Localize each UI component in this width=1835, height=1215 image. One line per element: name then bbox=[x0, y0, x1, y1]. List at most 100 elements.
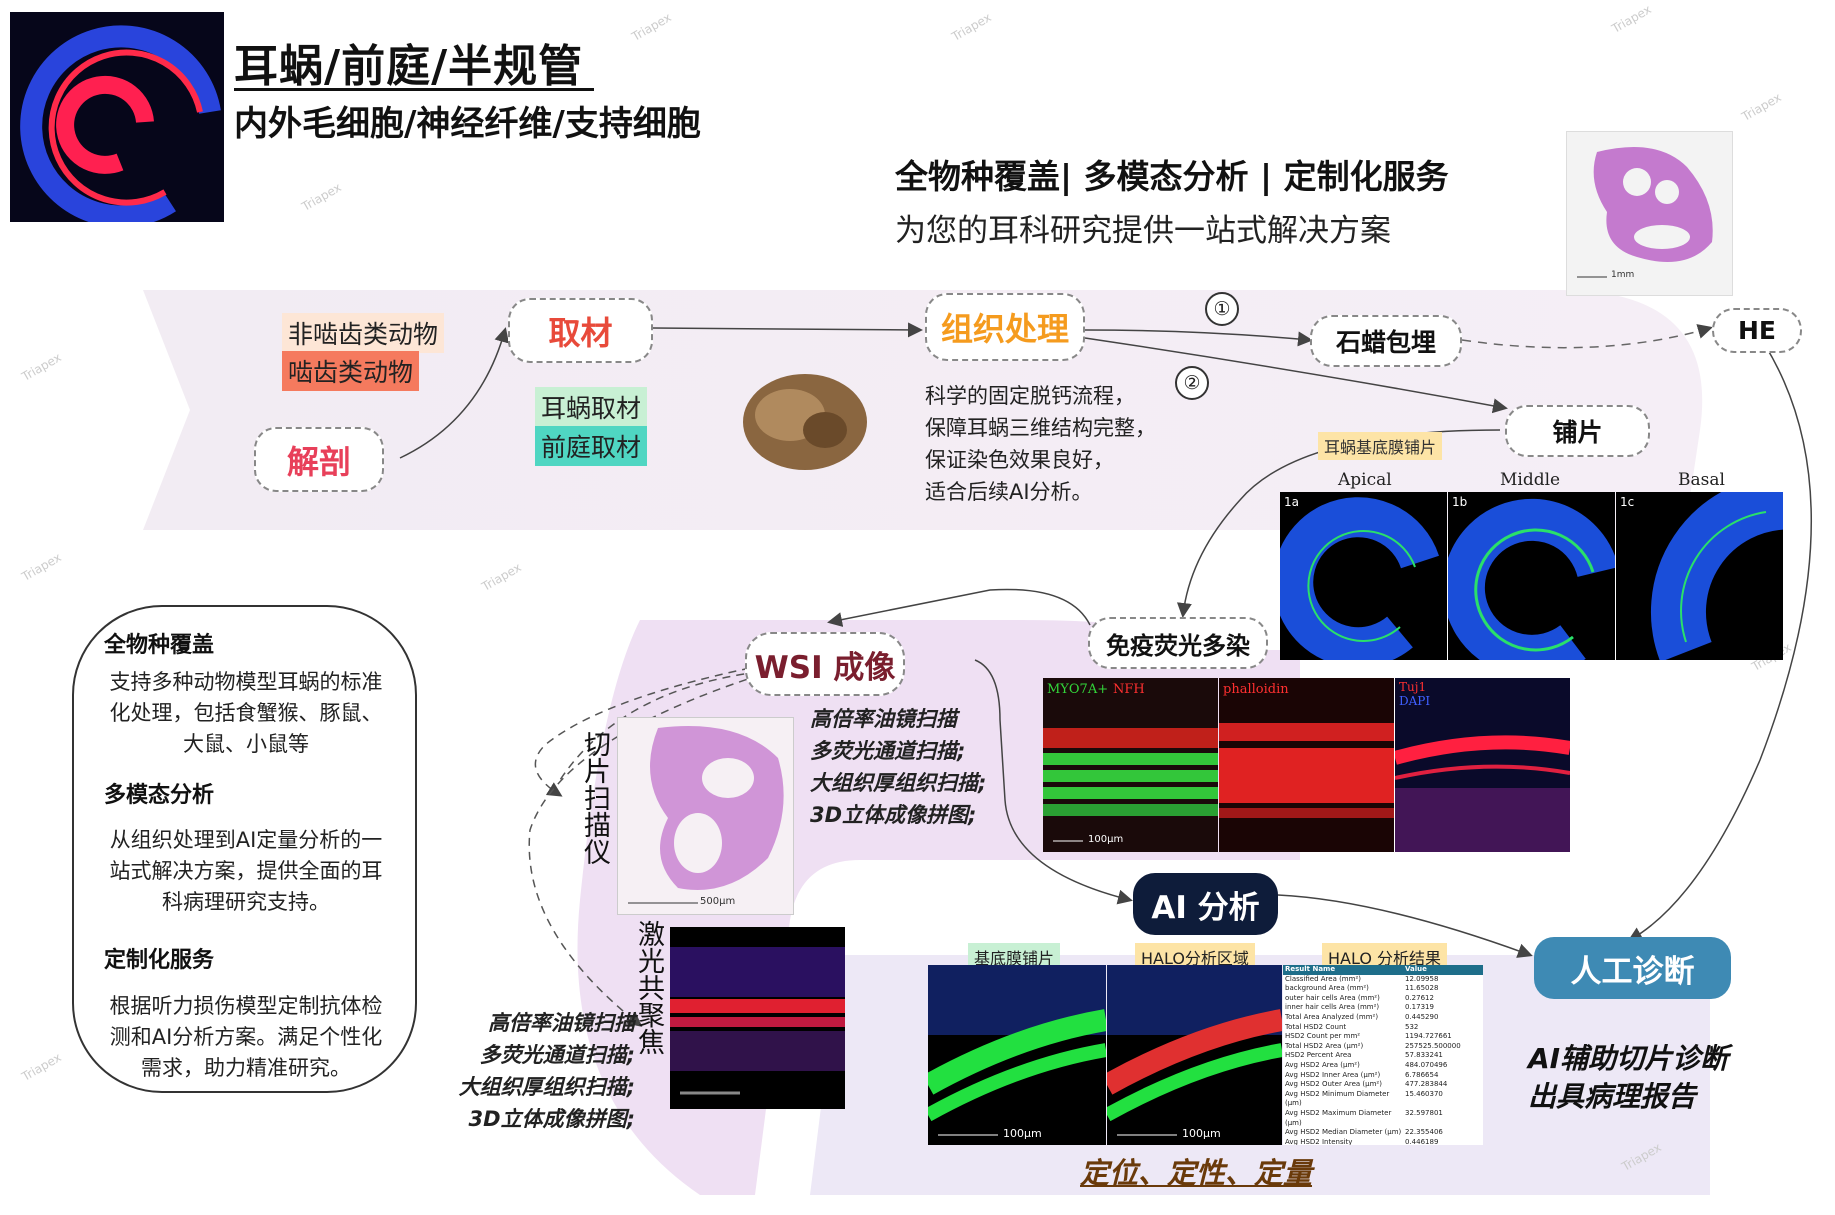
connector-wsi-ai bbox=[974, 659, 1133, 905]
turn-basal: Basal bbox=[1678, 470, 1725, 490]
ai-wholemount-image: 100μm bbox=[928, 965, 1106, 1145]
if-phalloidin-image: phalloidin bbox=[1219, 678, 1394, 852]
processing-label: 组织处理 bbox=[940, 310, 1069, 348]
paraffin-label: 石蜡包埋 bbox=[1335, 328, 1436, 357]
page-subtitle: 内外毛细胞/神经纤维/支持细胞 bbox=[234, 104, 701, 144]
connector-processing-wholemount bbox=[1084, 337, 1508, 414]
slogan: 全物种覆盖| 多模态分析 | 定制化服务 bbox=[895, 157, 1449, 196]
halo-row-name: inner hair cells Area (mm²) bbox=[1285, 1003, 1380, 1012]
halo-row-name: HSD2 Count per mm² bbox=[1285, 1032, 1361, 1041]
he-node[interactable]: HE bbox=[1712, 308, 1802, 353]
halo-table-row: HSD2 Percent Area 57.833241 bbox=[1283, 1051, 1483, 1061]
manual-diagnosis-node[interactable]: 人工诊断 bbox=[1534, 937, 1731, 999]
processing-desc-line: 科学的固定脱钙流程， bbox=[925, 384, 1135, 408]
ai-scale: 100μm bbox=[1003, 1127, 1042, 1140]
panel-tag: 1c bbox=[1620, 495, 1635, 509]
sampling-node[interactable]: 取材 bbox=[508, 298, 653, 363]
halo-table-row: outer hair cells Area (mm²) 0.27612 bbox=[1283, 994, 1483, 1004]
he-label: HE bbox=[1737, 316, 1776, 345]
scan-desc-line: 3D立体成像拼图; bbox=[810, 803, 977, 827]
if-scale: 100μm bbox=[1088, 834, 1124, 845]
halo-row-value: 12.09958 bbox=[1405, 974, 1439, 983]
halo-row-name: Total HSD2 Count bbox=[1285, 1022, 1347, 1031]
paraffin-node[interactable]: 石蜡包埋 bbox=[1310, 315, 1462, 367]
connector-ai-manual bbox=[1277, 894, 1533, 958]
wholemount-basal-image: 1c bbox=[1616, 492, 1783, 660]
wholemount-node[interactable]: 铺片 bbox=[1505, 405, 1650, 457]
turn-apical: Apical bbox=[1338, 470, 1392, 490]
halo-row-name: Total Area Analyzed (mm²) bbox=[1285, 1012, 1379, 1021]
species-rodent: 啮齿类动物 bbox=[282, 351, 420, 391]
if-label-phalloidin: phalloidin bbox=[1223, 682, 1289, 697]
scan-desc-line: 多荧光通道扫描; bbox=[810, 739, 966, 763]
feature-text-custom: 根据听力损伤模型定制抗体检 测和AI分析方案。满足个性化 需求，助力精准研究。 bbox=[101, 991, 391, 1084]
if-multistain-label: 免疫荧光多染 bbox=[1106, 631, 1250, 660]
halo-row-value: 6.786654 bbox=[1405, 1070, 1439, 1079]
manual-desc-line: AI辅助切片诊断 bbox=[1528, 1042, 1729, 1075]
halo-row-value: 57.833241 bbox=[1405, 1051, 1443, 1060]
feature-line: 需求，助力精准研究。 bbox=[141, 1056, 351, 1080]
tagline: 为您的耳科研究提供一站式解决方案 bbox=[895, 213, 1391, 249]
connector-if-wsi bbox=[827, 588, 1091, 628]
halo-row-name: Avg HSD2 Maximum Diameter (μm) bbox=[1285, 1108, 1392, 1127]
ai-node[interactable]: AI 分析 bbox=[1133, 873, 1278, 935]
feature-title-custom: 定制化服务 bbox=[104, 948, 215, 973]
halo-table-row: background Area (mm²) 11.65028 bbox=[1283, 984, 1483, 994]
halo-row-value: 484.070496 bbox=[1405, 1060, 1448, 1069]
ai-scale: 100μm bbox=[1182, 1127, 1221, 1140]
halo-row-value: 0.27612 bbox=[1405, 993, 1434, 1002]
confocal-text: 激光共聚焦 bbox=[633, 920, 664, 1055]
wsi-label: WSI 成像 bbox=[754, 649, 896, 686]
halo-row-name: HSD2 Percent Area bbox=[1285, 1051, 1352, 1060]
connector-processing-paraffin bbox=[1084, 329, 1313, 347]
scan-desc-line: 多荧光通道扫描; bbox=[479, 1043, 635, 1067]
halo-row-value: 11.65028 bbox=[1405, 984, 1439, 993]
scan-desc-line: 高倍率油镜扫描 bbox=[488, 1011, 635, 1035]
wholemount-caption: 耳蜗基底膜铺片 bbox=[1318, 432, 1443, 460]
halo-row-name: Avg HSD2 Inner Area (μm²) bbox=[1285, 1070, 1381, 1079]
halo-table-row: Avg HSD2 Minimum Diameter (μm)15.460370 bbox=[1283, 1090, 1483, 1109]
halo-row-value: 532 bbox=[1405, 1022, 1419, 1031]
if-label-tuj1: Tuj1 bbox=[1399, 680, 1427, 694]
halo-row-name: Avg HSD2 Area (μm²) bbox=[1285, 1060, 1360, 1069]
if-multistain-node[interactable]: 免疫荧光多染 bbox=[1088, 617, 1268, 669]
sampling-cochlea: 耳蜗取材 bbox=[535, 387, 648, 427]
halo-table-row: Total Area Analyzed (mm²) 0.445290 bbox=[1283, 1013, 1483, 1023]
halo-table-row: Total HSD2 Area (μm²)257525.500000 bbox=[1283, 1042, 1483, 1052]
route-2-marker: ② bbox=[1175, 366, 1209, 400]
feature-line: 科病理研究支持。 bbox=[162, 890, 330, 914]
halo-row-name: outer hair cells Area (mm²) bbox=[1285, 993, 1380, 1002]
cochlea-fluorescence-image bbox=[10, 12, 224, 222]
halo-table-row: Avg HSD2 Maximum Diameter (μm)32.597801 bbox=[1283, 1109, 1483, 1128]
halo-row-name: Avg HSD2 Outer Area (μm²) bbox=[1285, 1080, 1382, 1089]
feature-line: 化处理，包括食蟹猴、豚鼠、 bbox=[109, 701, 383, 725]
halo-table-header: Result Name Value bbox=[1283, 965, 1483, 975]
ai-footer: 定位、定性、定量 bbox=[1080, 1156, 1313, 1190]
feature-title-multimodal: 多模态分析 bbox=[104, 783, 215, 808]
processing-desc-line: 适合后续AI分析。 bbox=[925, 480, 1093, 504]
manual-diagnosis-label: 人工诊断 bbox=[1570, 953, 1695, 990]
halo-row-name: Avg HSD2 Median Diameter (μm) bbox=[1285, 1128, 1402, 1137]
feature-line: 站式解决方案，提供全面的耳 bbox=[109, 859, 383, 883]
confocal-image bbox=[670, 927, 845, 1109]
connector-wsi-scanner bbox=[534, 667, 751, 797]
halo-table-row: Total HSD2 Count 532 bbox=[1283, 1023, 1483, 1033]
he-thumbnail-scale: 1mm bbox=[1611, 270, 1635, 280]
halo-row-name: Total HSD2 Area (μm²) bbox=[1285, 1041, 1364, 1050]
sampling-vestibule: 前庭取材 bbox=[535, 426, 648, 466]
wsi-node[interactable]: WSI 成像 bbox=[745, 632, 905, 696]
feature-line: 根据听力损伤模型定制抗体检 bbox=[109, 994, 383, 1018]
dissect-node[interactable]: 解剖 bbox=[254, 427, 384, 492]
scan-desc-line: 大组织厚组织扫描; bbox=[810, 771, 987, 795]
halo-row-value: 0.445290 bbox=[1405, 1012, 1439, 1021]
if-label-nfh: NFH bbox=[1113, 682, 1145, 697]
connector-wsi-extra bbox=[559, 671, 759, 781]
species-nonrodent: 非啮齿类动物 bbox=[282, 313, 445, 353]
manual-desc-line: 出具病理报告 bbox=[1528, 1080, 1697, 1113]
halo-row-name: background Area (mm²) bbox=[1285, 984, 1369, 993]
connector-paraffin-he bbox=[1461, 324, 1713, 349]
page-title: 耳蜗/前庭/半规管 bbox=[234, 41, 584, 92]
processing-node[interactable]: 组织处理 bbox=[925, 293, 1085, 361]
he-slice-scale: 500μm bbox=[700, 896, 736, 907]
